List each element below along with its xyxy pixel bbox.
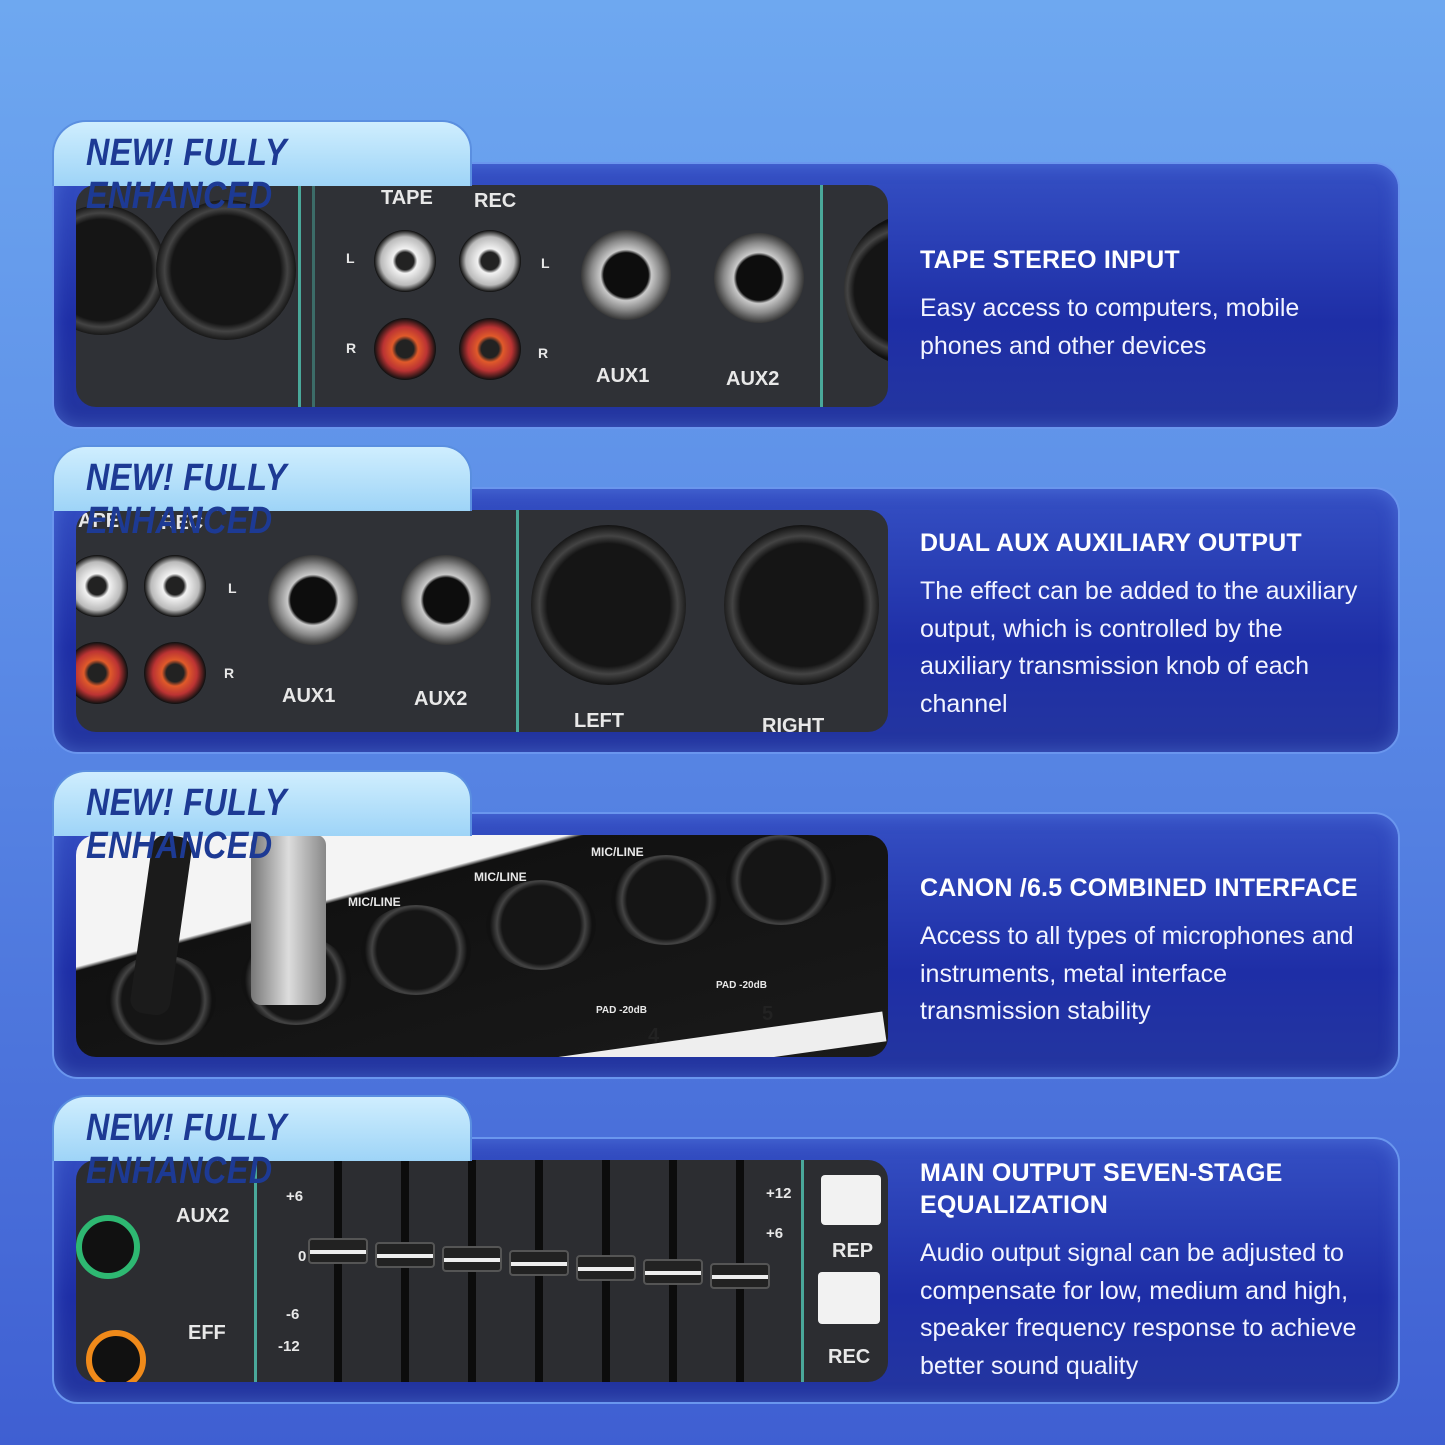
product-photo: APE REC L R AUX1 AUX2 LEFT RIGHT	[76, 510, 888, 732]
feature-text: TAPE STEREO INPUT Easy access to compute…	[920, 244, 1350, 365]
badge-tab: NEW! FULLY ENHANCED	[52, 445, 472, 542]
photo-label: PAD -20dB	[716, 980, 767, 991]
photo-label: MIC/LINE	[591, 845, 644, 859]
photo-label: R	[346, 340, 357, 356]
product-photo: MIC/LINE MIC/LINE MIC/LINE PAD -20dB PAD…	[76, 835, 888, 1057]
photo-label: TAPE	[381, 187, 433, 209]
badge-tab: NEW! FULLY ENHANCED	[52, 770, 472, 867]
feature-title: MAIN OUTPUT SEVEN-STAGE EQUALIZATION	[920, 1159, 1283, 1219]
photo-label: L	[346, 250, 355, 266]
feature-text: MAIN OUTPUT SEVEN-STAGE EQUALIZATION Aud…	[920, 1157, 1370, 1385]
photo-label: EFF	[188, 1322, 226, 1344]
badge-text: NEW! FULLY ENHANCED	[86, 1107, 287, 1192]
badge-text: NEW! FULLY ENHANCED	[86, 132, 287, 217]
photo-label: REC	[828, 1346, 871, 1368]
badge-tab: NEW! FULLY ENHANCED	[52, 120, 472, 217]
feature-text: DUAL AUX AUXILIARY OUTPUT The effect can…	[920, 527, 1370, 723]
photo-label: REP	[832, 1240, 874, 1262]
photo-label: AUX1	[596, 365, 650, 387]
feature-card-combo-interface: MIC/LINE MIC/LINE MIC/LINE PAD -20dB PAD…	[52, 812, 1400, 1079]
photo-label: PAD -20dB	[596, 1005, 647, 1016]
photo-label: APE	[78, 510, 120, 532]
photo-label: REC	[474, 190, 517, 212]
photo-label: AUX1	[282, 685, 336, 707]
photo-label: L	[541, 255, 550, 271]
photo-label: -6	[286, 1306, 300, 1323]
photo-label: +6	[766, 1225, 784, 1242]
photo-label: MIC/LINE	[348, 895, 401, 909]
feature-description: Easy access to computers, mobile phones …	[920, 294, 1300, 360]
feature-card-equalizer: AUX2 EFF +6 0 -6 -12 +12 +6 REP REC MAIN…	[52, 1137, 1400, 1404]
photo-label: 5	[762, 1003, 774, 1025]
photo-label: -12	[278, 1338, 300, 1355]
feature-description: Access to all types of microphones and i…	[920, 922, 1354, 1025]
photo-label: MIC/LINE	[474, 870, 527, 884]
feature-card-aux-output: APE REC L R AUX1 AUX2 LEFT RIGHT DUAL AU…	[52, 487, 1400, 754]
photo-label: 0	[298, 1248, 307, 1265]
photo-label: REC	[161, 512, 204, 534]
photo-label: AUX2	[414, 688, 468, 710]
product-photo: TAPE REC L R L R AUX1 AUX2	[76, 185, 888, 407]
photo-label: +6	[286, 1188, 304, 1205]
feature-card-tape-input: TAPE REC L R L R AUX1 AUX2 TAPE STEREO I…	[52, 162, 1400, 429]
feature-title: DUAL AUX AUXILIARY OUTPUT	[920, 529, 1302, 557]
feature-title: TAPE STEREO INPUT	[920, 246, 1180, 274]
photo-label: L	[228, 580, 237, 596]
badge-text: NEW! FULLY ENHANCED	[86, 457, 287, 542]
badge-tab: NEW! FULLY ENHANCED	[52, 1095, 472, 1192]
photo-label: R	[224, 665, 235, 681]
badge-text: NEW! FULLY ENHANCED	[86, 782, 287, 867]
photo-label: AUX2	[726, 368, 780, 390]
feature-description: Audio output signal can be adjusted to c…	[920, 1239, 1357, 1380]
photo-label: RIGHT	[762, 715, 825, 732]
photo-label: R	[538, 345, 549, 361]
feature-title: CANON /6.5 COMBINED INTERFACE	[920, 874, 1358, 902]
photo-label: 4	[648, 1025, 660, 1047]
product-photo: AUX2 EFF +6 0 -6 -12 +12 +6 REP REC	[76, 1160, 888, 1382]
photo-label: LEFT	[574, 710, 624, 732]
feature-text: CANON /6.5 COMBINED INTERFACE Access to …	[920, 872, 1360, 1031]
photo-label: AUX2	[176, 1205, 230, 1227]
photo-label: +12	[766, 1185, 792, 1202]
feature-description: The effect can be added to the auxiliary…	[920, 577, 1358, 718]
